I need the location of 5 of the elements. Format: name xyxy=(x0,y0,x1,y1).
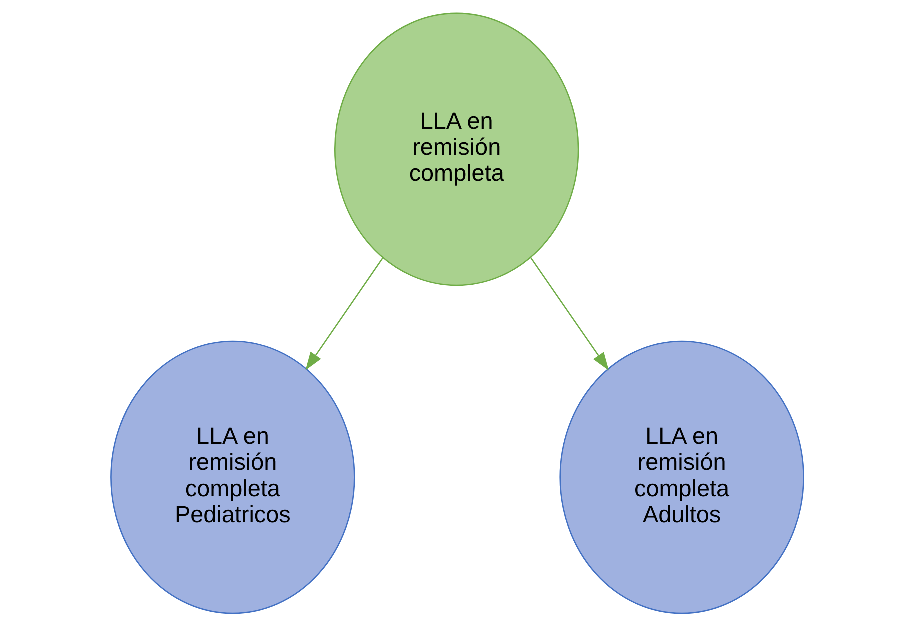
node-ellipse: LLA en remisión completa Pediatricos xyxy=(110,340,356,614)
arrow xyxy=(306,258,384,370)
node-ellipse: LLA en remisión completa xyxy=(334,12,580,286)
node-ellipse: LLA en remisión completa Adultos xyxy=(560,340,804,614)
arrow xyxy=(530,257,610,371)
